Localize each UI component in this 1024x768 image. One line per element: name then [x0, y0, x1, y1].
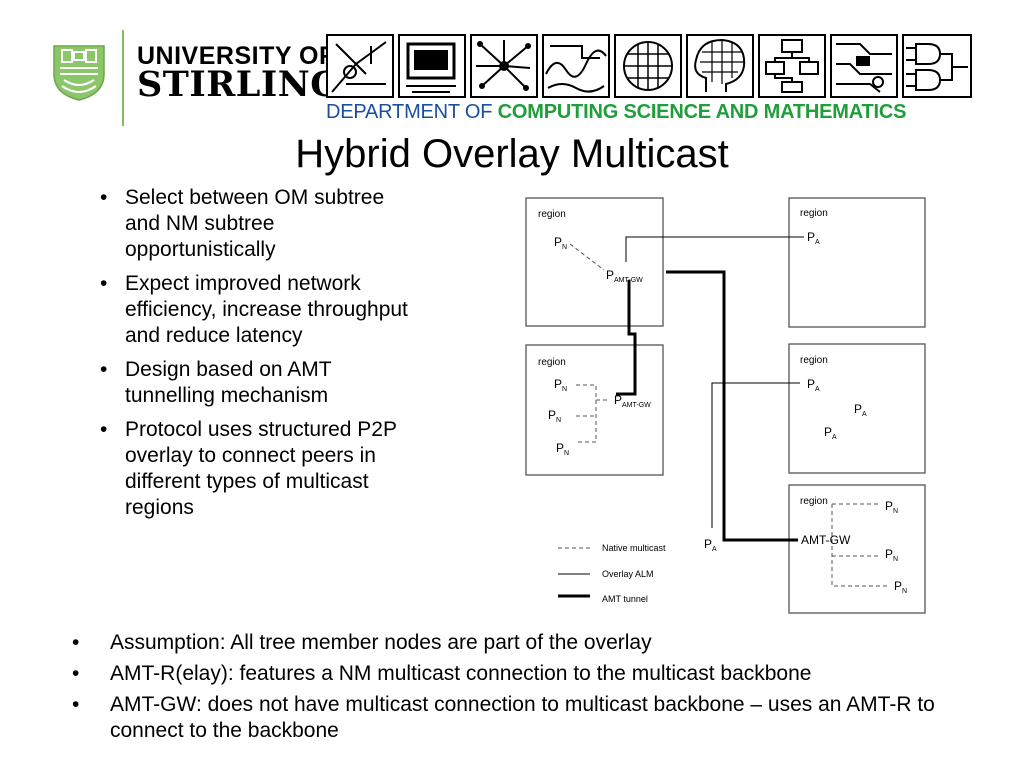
svg-text:PA: PA — [807, 377, 820, 393]
brain-globe-icon — [614, 34, 682, 98]
waveform-map-icon — [542, 34, 610, 98]
left-bullet-list: • Select between OM subtree and NM subtre… — [100, 185, 420, 529]
svg-text:PAMT-GW: PAMT-GW — [606, 268, 643, 284]
node-pa: PA — [824, 425, 837, 441]
region-box-top-right — [788, 197, 926, 328]
node-pn: PN — [885, 499, 898, 515]
university-name-line2: STIRLING — [137, 64, 341, 105]
svg-text:PN: PN — [885, 547, 898, 563]
amt-tunnel-links — [616, 270, 798, 542]
region-label: region — [538, 209, 566, 220]
bullet-marker: • — [72, 693, 80, 716]
bullet-text: Assumption: All tree member nodes are pa… — [110, 631, 652, 654]
bullet-text: Design based on AMT tunnelling mechanism — [125, 358, 332, 407]
svg-text:PA: PA — [807, 230, 820, 246]
svg-text:PN: PN — [556, 441, 569, 457]
node-pn: PN — [554, 235, 567, 251]
legend-tunnel-label: AMT tunnel — [602, 594, 648, 604]
svg-text:PN: PN — [548, 408, 561, 424]
bullet-marker: • — [72, 662, 80, 685]
head-profile-grid-icon — [686, 34, 754, 98]
bullet-text: AMT-R(elay): features a NM multicast con… — [110, 662, 812, 685]
region-box-mid-right — [788, 343, 926, 474]
region-box-top-left — [525, 197, 664, 327]
flowchart-icon — [758, 34, 826, 98]
node-pn: PN — [556, 441, 569, 457]
legend-overlay-label: Overlay ALM — [602, 569, 654, 579]
department-prefix: DEPARTMENT OF — [326, 101, 493, 123]
svg-text:PAMT-GW: PAMT-GW — [614, 393, 651, 409]
svg-text:PN: PN — [894, 579, 907, 595]
region-label: region — [800, 208, 828, 219]
bullet-marker: • — [100, 186, 108, 209]
bullet-marker: • — [72, 631, 80, 654]
node-pa: PA — [807, 230, 820, 246]
university-crest-icon — [53, 45, 105, 101]
list-item: • AMT-GW: does not have multicast connect… — [72, 692, 1012, 744]
hybrid-overlay-diagram: region region region region region PN PA… — [525, 197, 926, 614]
svg-text:PA: PA — [704, 537, 717, 553]
node-pn: PN — [554, 377, 567, 393]
region-label: region — [538, 357, 566, 368]
department-icon-strip — [326, 34, 972, 98]
overlay-alm-links — [625, 236, 804, 528]
node-pa: PA — [704, 537, 717, 553]
region-label: region — [800, 355, 828, 366]
diagram-legend: Native multicast Overlay ALM AMT tunnel — [558, 543, 666, 604]
network-graph-icon — [470, 34, 538, 98]
region-box-bottom-right — [788, 484, 926, 614]
region-label: region — [800, 496, 828, 507]
bullet-marker: • — [100, 358, 108, 381]
department-name: COMPUTING SCIENCE AND MATHEMATICS — [497, 101, 907, 123]
department-line: DEPARTMENT OF COMPUTING SCIENCE AND MATH… — [326, 101, 906, 124]
bottom-bullet-list: • Assumption: All tree member nodes are p… — [72, 630, 1012, 749]
svg-text:PN: PN — [554, 377, 567, 393]
svg-text:PN: PN — [885, 499, 898, 515]
university-name-line1: UNIVERSITY OF — [137, 42, 335, 70]
computer-terminal-icon — [398, 34, 466, 98]
native-multicast-links — [569, 243, 890, 587]
svg-text:PA: PA — [824, 425, 837, 441]
region-box-mid-left — [525, 344, 664, 476]
list-item: • Assumption: All tree member nodes are p… — [72, 630, 1012, 656]
node-pn: PN — [548, 408, 561, 424]
list-item: • Select between OM subtree and NM subtre… — [100, 185, 420, 263]
list-item: • Design based on AMT tunnelling mechanis… — [100, 357, 420, 409]
bullet-text: Select between OM subtree and NM subtree… — [125, 186, 385, 261]
circuit-diagram-icon — [830, 34, 898, 98]
node-amt-gw: PAMT-GW — [606, 268, 643, 284]
bullet-text: AMT-GW: does not have multicast connecti… — [110, 693, 935, 742]
bullet-text: Protocol uses structured P2P overlay to … — [125, 418, 397, 519]
node-pa: PA — [807, 377, 820, 393]
list-item: • AMT-R(elay): features a NM multicast co… — [72, 661, 1012, 687]
list-item: • Protocol uses structured P2P overlay to… — [100, 417, 420, 521]
bullet-text: Expect improved network efficiency, incr… — [125, 272, 408, 347]
svg-text:PA: PA — [854, 402, 867, 418]
bullet-marker: • — [100, 272, 108, 295]
node-pn: PN — [894, 579, 907, 595]
list-item: • Expect improved network efficiency, inc… — [100, 271, 420, 349]
bullet-marker: • — [100, 418, 108, 441]
node-pa: PA — [854, 402, 867, 418]
node-amt-gw: PAMT-GW — [614, 393, 651, 409]
node-pn: PN — [885, 547, 898, 563]
circuit-board-icon — [326, 34, 394, 98]
svg-text:PN: PN — [554, 235, 567, 251]
legend-native-label: Native multicast — [602, 543, 666, 553]
amt-gw-label: AMT-GW — [801, 533, 851, 547]
logic-gates-icon — [902, 34, 972, 98]
brand-divider — [122, 30, 124, 126]
slide-title: Hybrid Overlay Multicast — [295, 132, 729, 176]
